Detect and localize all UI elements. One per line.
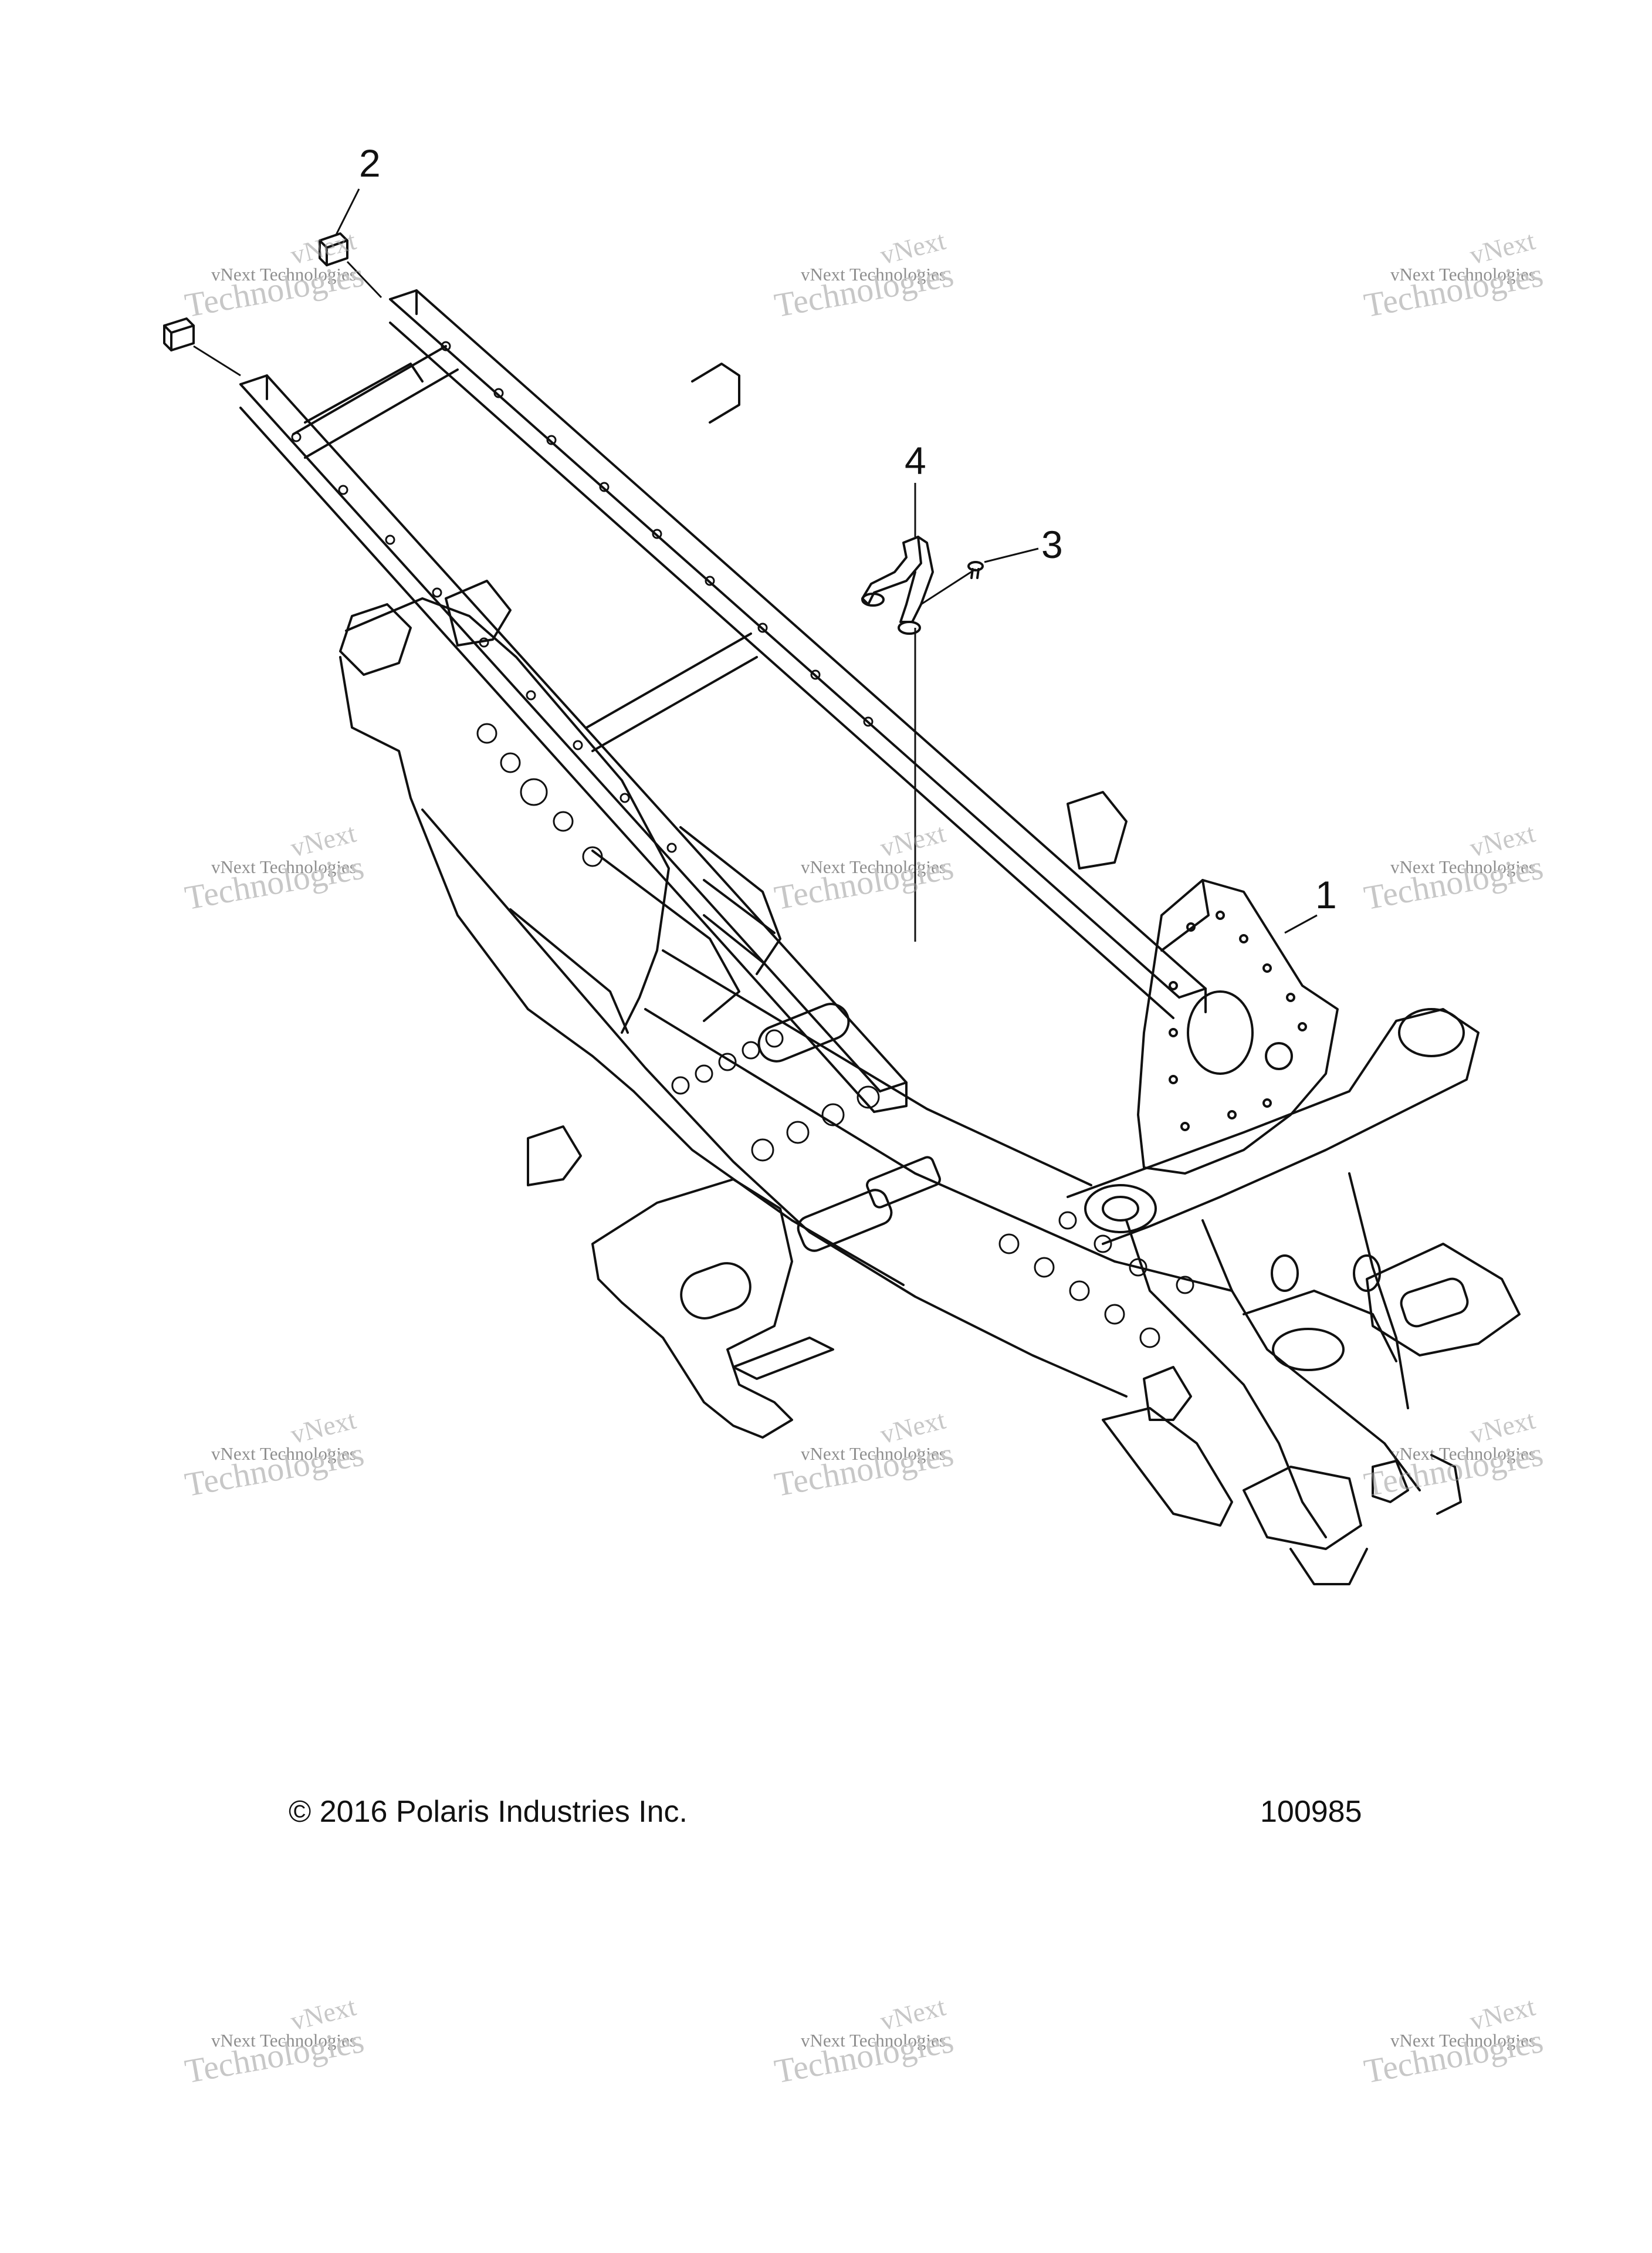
watermark: vNext vNext Technologies Technologies	[1361, 818, 1607, 921]
watermark-middle: vNext Technologies	[211, 264, 357, 285]
copyright-notice: © 2016 Polaris Industries Inc.	[289, 1795, 688, 1829]
bumper-2a	[319, 232, 348, 266]
leader-line-3	[984, 547, 1039, 563]
watermark-middle: vNext Technologies	[801, 2030, 946, 2051]
right-footrest-plate	[1366, 1243, 1521, 1356]
watermark-middle: vNext Technologies	[1390, 1443, 1536, 1464]
watermark-middle: vNext Technologies	[211, 857, 357, 877]
watermark-middle: vNext Technologies	[1390, 264, 1536, 285]
main-frame-body	[339, 597, 1233, 1398]
watermark: vNext vNext Technologies Technologies	[182, 1405, 428, 1508]
leader-line-3b	[920, 568, 976, 605]
front-shock-tower	[1067, 1008, 1480, 1245]
front-bulkhead	[1137, 879, 1339, 1175]
watermark: vNext vNext Technologies Technologies	[182, 1991, 428, 2095]
watermark: vNext vNext Technologies Technologies	[771, 818, 1018, 921]
watermark: vNext vNext Technologies Technologies	[1361, 225, 1607, 329]
watermark: vNext vNext Technologies Technologies	[1361, 1991, 1607, 2095]
bumper-2b	[163, 317, 195, 351]
callout-4: 4	[905, 439, 926, 482]
watermark: vNext vNext Technologies Technologies	[182, 225, 428, 329]
rear-lower-mounts	[527, 1125, 1409, 1503]
front-lower-structure	[1102, 1172, 1462, 1585]
leader-line-2c	[193, 345, 241, 377]
callout-2: 2	[359, 141, 381, 185]
leader-line-1	[1284, 914, 1318, 934]
watermark: vNext vNext Technologies Technologies	[771, 1405, 1018, 1508]
watermark: vNext vNext Technologies Technologies	[771, 1991, 1018, 2095]
watermark-middle: vNext Technologies	[801, 857, 946, 877]
watermark-middle: vNext Technologies	[801, 264, 946, 285]
bracket-4	[861, 536, 934, 635]
floor-slots	[757, 1003, 941, 1252]
left-footrest-plate	[591, 1178, 834, 1439]
leader-line-2a	[334, 188, 360, 236]
watermark: vNext vNext Technologies Technologies	[182, 818, 428, 921]
watermark-middle: vNext Technologies	[1390, 2030, 1536, 2051]
watermark-middle: vNext Technologies	[211, 2030, 357, 2051]
callout-1: 1	[1315, 873, 1337, 916]
watermark: vNext vNext Technologies Technologies	[1361, 1405, 1607, 1508]
rear-left-rail	[239, 374, 908, 1113]
rear-right-rail	[389, 289, 1207, 1019]
watermark-middle: vNext Technologies	[1390, 857, 1536, 877]
leader-line-2b	[346, 261, 382, 299]
rear-upper-brackets	[339, 580, 1128, 870]
watermark: vNext vNext Technologies Technologies	[771, 225, 1018, 329]
figure-number: 100985	[1260, 1795, 1362, 1829]
floor-pan-holes	[476, 723, 1194, 1348]
watermark-middle: vNext Technologies	[211, 1443, 357, 1464]
watermark-middle: vNext Technologies	[801, 1443, 946, 1464]
rear-crossmember	[292, 345, 758, 752]
callout-3: 3	[1041, 523, 1063, 566]
rail-holes	[291, 341, 874, 853]
